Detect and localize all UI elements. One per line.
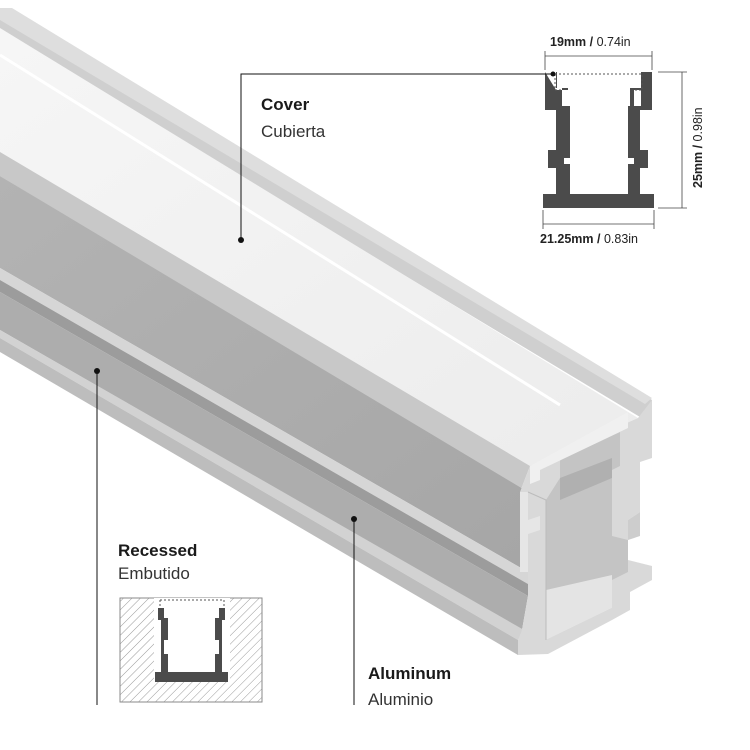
top-width-sep: / xyxy=(586,35,597,49)
channel-back xyxy=(560,458,612,500)
recessed-cover-dashed xyxy=(159,599,225,608)
base-strip xyxy=(0,338,518,655)
top-width-metric: 19mm xyxy=(550,35,587,49)
aluminum-extrusion xyxy=(0,8,652,655)
cover-surface xyxy=(0,28,638,468)
side-wall-lower xyxy=(0,292,528,630)
end-face-outline xyxy=(527,491,547,640)
cover-highlight xyxy=(0,53,561,407)
recessed-channel xyxy=(172,620,211,670)
recessed-label-es: Embutido xyxy=(118,564,190,583)
cover-lip xyxy=(530,412,628,484)
recessed-profile xyxy=(155,608,228,682)
top-width-imperial: 0.74in xyxy=(596,35,631,49)
cover-leader xyxy=(240,73,553,240)
profile-inner-gap-left xyxy=(564,158,570,164)
far-rim-top xyxy=(0,8,652,404)
recessed-label: Recessed xyxy=(118,541,198,560)
near-rim xyxy=(0,152,530,492)
height-sep: / xyxy=(691,141,705,152)
base-strip-top xyxy=(0,330,524,640)
height-metric: 25mm xyxy=(691,151,705,188)
cover-outline-dashed xyxy=(554,73,643,91)
bottom-width-dimension: 21.25mm / 0.83in xyxy=(540,233,638,246)
top-width-dimension: 19mm / 0.74in xyxy=(550,36,631,49)
leader-lines xyxy=(94,71,556,705)
aluminum-label: Aluminum xyxy=(368,664,452,683)
profile-inner-gap-right xyxy=(628,158,634,164)
recessed-dot xyxy=(94,368,100,374)
bottom-width-sep: / xyxy=(593,232,604,246)
cover-label-es: Cubierta xyxy=(261,122,326,141)
cover-leader-end-dot xyxy=(550,71,556,77)
groove-dark xyxy=(0,280,528,596)
channel-floor xyxy=(546,575,612,640)
notch-right xyxy=(628,512,640,540)
bottom-width-imperial: 0.83in xyxy=(603,232,638,246)
profile-section xyxy=(543,72,654,208)
cover-dot xyxy=(238,237,244,243)
cover-label: Cover xyxy=(261,95,310,114)
recessed-detail xyxy=(119,597,263,703)
bottom-width-metric: 21.25mm xyxy=(540,232,594,246)
notch-left xyxy=(520,492,540,572)
side-wall-upper xyxy=(0,176,528,572)
cross-section-detail xyxy=(542,51,687,229)
height-imperial: 0.98in xyxy=(691,107,705,142)
height-dimension: 25mm / 0.98in xyxy=(691,107,705,188)
aluminum-dot xyxy=(351,516,357,522)
groove-light xyxy=(0,268,528,584)
end-face xyxy=(518,400,652,655)
aluminum-label-es: Aluminio xyxy=(368,690,434,709)
